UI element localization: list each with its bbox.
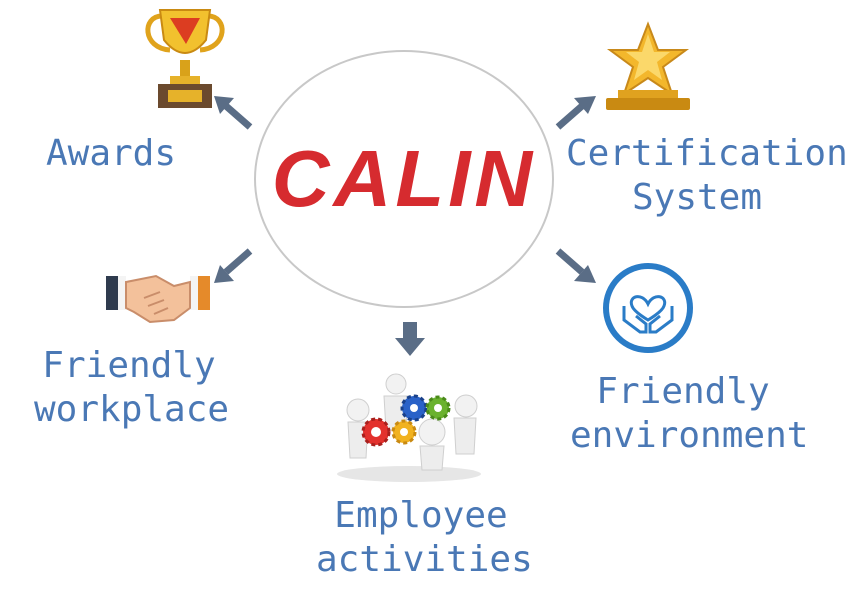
- workplace-line1: Friendly: [42, 345, 216, 386]
- certification-line2: System: [631, 177, 763, 218]
- star-award-icon: [606, 21, 690, 110]
- gears-people-icon: [337, 373, 481, 482]
- trophy-icon: [145, 9, 225, 108]
- workplace-label: Friendly workplace: [34, 344, 230, 432]
- arrow-to-workplace: [214, 248, 253, 283]
- center-circle: CALIN: [254, 50, 554, 308]
- arrow-to-awards: [214, 96, 253, 130]
- heart-hands-icon: [603, 263, 693, 353]
- awards-label: Awards: [45, 133, 177, 174]
- environment-line1: Friendly: [596, 371, 770, 412]
- handshake-icon: [106, 274, 210, 324]
- certification-label: Certification System: [566, 132, 848, 220]
- activities-line2: activities: [316, 539, 533, 580]
- environment-label: Friendly environment: [570, 370, 809, 458]
- workplace-line2: workplace: [34, 389, 230, 430]
- arrow-to-activities: [395, 322, 425, 356]
- activities-line1: Employee: [334, 495, 508, 536]
- arrow-to-certification: [555, 96, 596, 130]
- arrow-to-environment: [555, 248, 596, 283]
- calin-logo-text: CALIN: [271, 134, 537, 223]
- certification-line1: Certification: [566, 133, 848, 174]
- environment-line2: environment: [570, 415, 809, 456]
- activities-label: Employee activities: [316, 494, 533, 582]
